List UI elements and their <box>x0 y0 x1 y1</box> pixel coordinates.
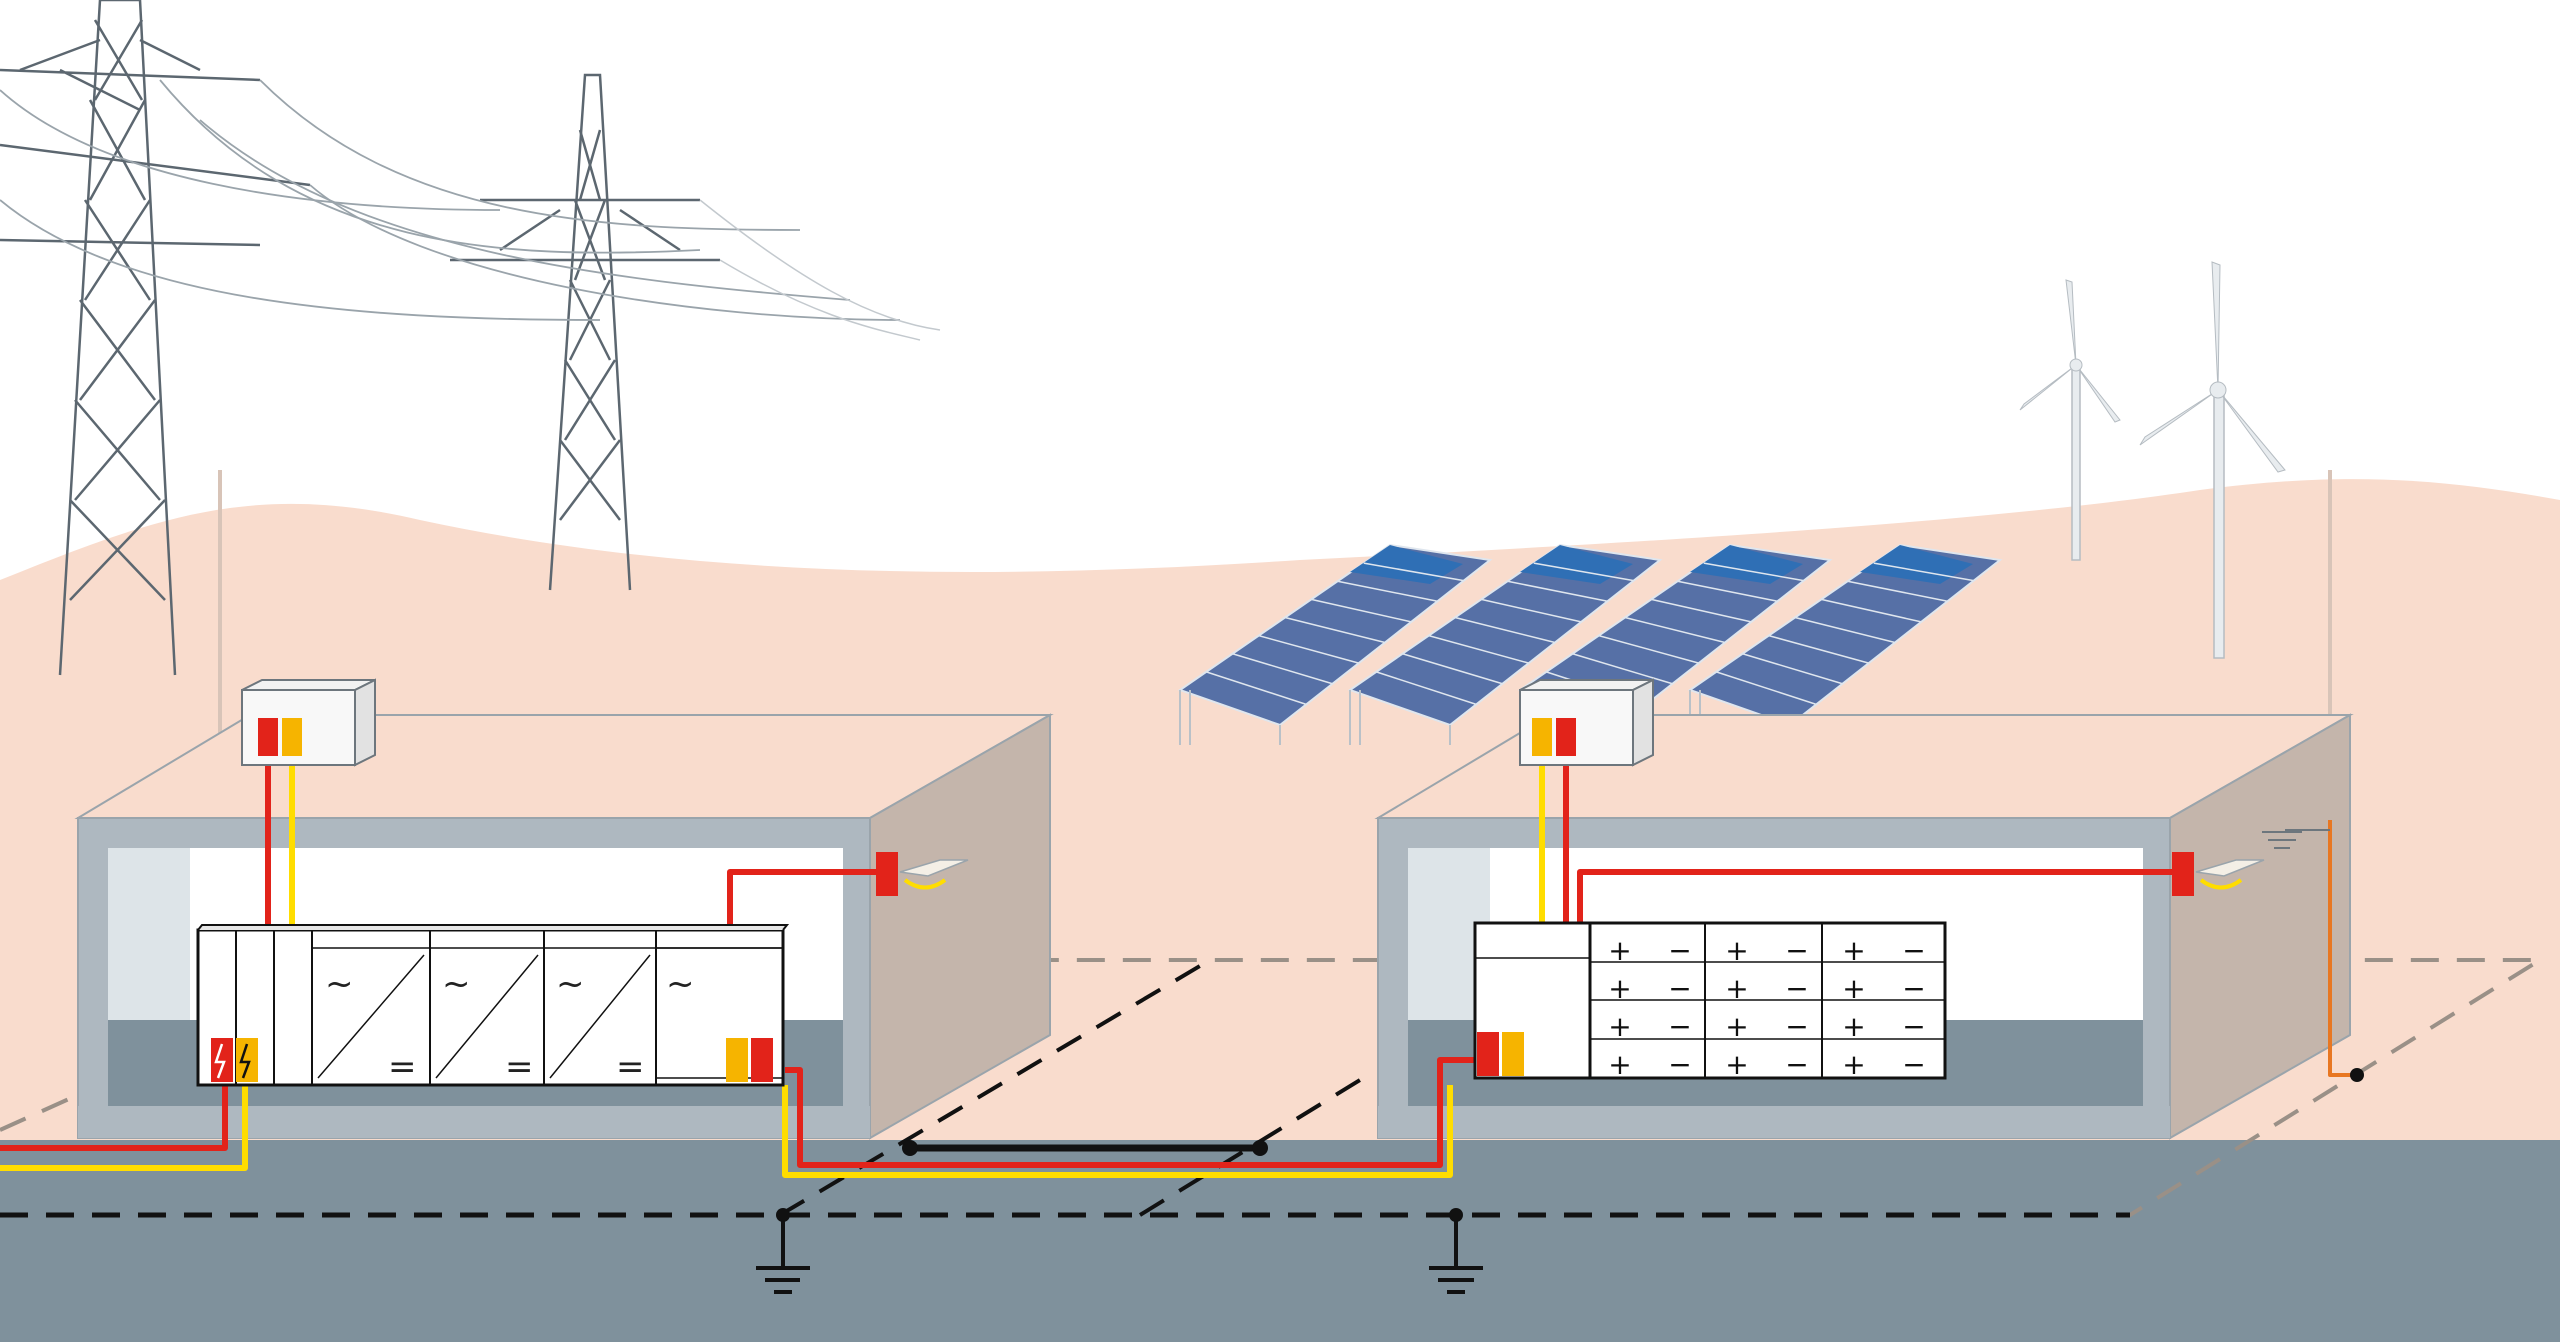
battery-plus-symbol: + <box>1608 934 1631 967</box>
surge-protector-icon <box>1532 718 1552 756</box>
solar-panel <box>1347 543 1663 745</box>
wall-surge-protector <box>876 852 2265 896</box>
ground-symbol-icon <box>756 1215 1483 1294</box>
battery-minus-symbol: − <box>1902 972 1925 1005</box>
battery-plus-symbol: + <box>1842 1048 1865 1081</box>
surge-protector-icon <box>1556 718 1576 756</box>
battery-minus-symbol: − <box>1785 1048 1808 1081</box>
solar-panel <box>1177 543 1493 745</box>
battery-plus-symbol: + <box>1725 934 1748 967</box>
building-floor-edge <box>78 1106 870 1138</box>
surge-protector-icon <box>876 852 898 896</box>
inverter-ac-symbol: ~ <box>325 964 354 1004</box>
battery-minus-symbol: − <box>1668 972 1691 1005</box>
surge-protector-icon <box>1477 1032 1499 1076</box>
battery-plus-symbol: + <box>1725 1010 1748 1043</box>
surge-protector-icon <box>2172 852 2194 896</box>
transmission-tower-icon <box>0 0 941 676</box>
battery-plus-symbol: + <box>1842 972 1865 1005</box>
surge-protector-icon <box>211 1038 233 1082</box>
ground-symbol-icon <box>2262 829 2330 849</box>
cable-yellow <box>782 1085 1453 1178</box>
light-fixture-icon <box>899 859 969 877</box>
battery-plus-symbol: + <box>1608 972 1631 1005</box>
battery-minus-symbol: − <box>1902 934 1925 967</box>
cable-yellow <box>0 1085 248 1171</box>
inverter-ac-symbol: ~ <box>666 964 695 1004</box>
surge-protector-icon <box>258 718 278 756</box>
cable-red <box>785 1057 1480 1168</box>
battery-minus-symbol: − <box>1902 1010 1925 1043</box>
surge-protector-icon <box>751 1038 773 1082</box>
inverter-ac-symbol: ~ <box>442 964 471 1004</box>
cables <box>0 755 2355 1178</box>
cable-red <box>0 1085 228 1151</box>
floor-plane <box>0 1140 2560 1342</box>
light-fixture-icon <box>903 878 947 890</box>
connection-nodes <box>776 1068 2364 1222</box>
battery-minus-symbol: − <box>1785 1010 1808 1043</box>
surge-protector-icon <box>1502 1032 1524 1076</box>
battery-minus-symbol: − <box>1668 1010 1691 1043</box>
inverter-ac-symbol: ~ <box>556 964 585 1004</box>
cable-red <box>1577 869 2185 922</box>
battery-plus-symbol: + <box>1725 1048 1748 1081</box>
inverter-icon: ~ ~ ~ ~ = = = <box>196 924 790 1087</box>
inverter-dc-symbol: = <box>616 1047 645 1087</box>
solar-panel <box>1687 543 2003 745</box>
light-fixture-icon <box>2195 859 2265 877</box>
surge-protector-icon <box>282 718 302 756</box>
light-fixture-icon <box>2199 878 2243 890</box>
cable-red <box>727 869 885 930</box>
inverter-dc-symbol: = <box>388 1047 417 1087</box>
battery-minus-symbol: − <box>1902 1048 1925 1081</box>
battery-plus-symbol: + <box>1842 934 1865 967</box>
rooftop-junction-box <box>241 678 1654 767</box>
battery-plus-symbol: + <box>1842 1010 1865 1043</box>
battery-minus-symbol: − <box>1785 972 1808 1005</box>
surge-protector-icon <box>236 1038 258 1082</box>
building-floor-edge <box>1378 1106 2170 1138</box>
battery-plus-symbol: + <box>1725 972 1748 1005</box>
battery-minus-symbol: − <box>1668 934 1691 967</box>
battery-rack-icon: + − + − + − + − + − + − + − + − + − + − + − + − <box>1473 921 1947 1081</box>
battery-minus-symbol: − <box>1668 1048 1691 1081</box>
surge-protector-icon <box>726 1038 748 1082</box>
battery-plus-symbol: + <box>1608 1048 1631 1081</box>
battery-minus-symbol: − <box>1785 934 1808 967</box>
wind-turbine-icon <box>2019 261 2286 659</box>
cable-orange <box>2328 820 2355 1077</box>
battery-plus-symbol: + <box>1608 1010 1631 1043</box>
inverter-dc-symbol: = <box>505 1047 534 1087</box>
